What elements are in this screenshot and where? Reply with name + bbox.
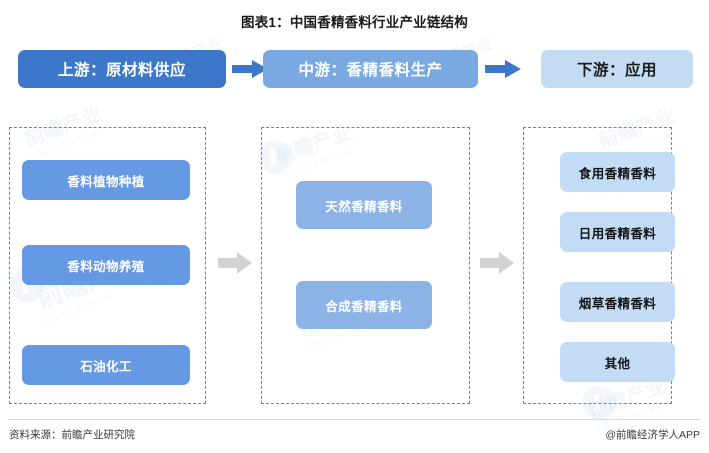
node-upstream-1[interactable]: 香料植物种植 (22, 160, 190, 200)
stage-header-upstream: 上游：原材料供应 (18, 50, 226, 88)
node-upstream-2[interactable]: 香料动物养殖 (22, 245, 190, 285)
node-downstream-1[interactable]: 食用香精香料 (560, 152, 675, 192)
node-upstream-3[interactable]: 石油化工 (22, 345, 190, 385)
node-downstream-4[interactable]: 其他 (560, 342, 675, 382)
stage-container-downstream (523, 127, 672, 404)
stage-container-upstream (9, 127, 206, 404)
node-midstream-1[interactable]: 天然香精香料 (296, 181, 432, 229)
stage-header-midstream: 中游：香精香料生产 (263, 50, 478, 88)
arrow-right-icon (218, 252, 252, 274)
arrow-right-icon (480, 252, 514, 274)
stage-header-downstream: 下游：应用 (541, 50, 693, 88)
arrow-right-icon (485, 60, 521, 78)
footer-divider (8, 419, 701, 420)
node-downstream-2[interactable]: 日用香精香料 (560, 212, 675, 252)
node-downstream-3[interactable]: 烟草香精香料 (560, 282, 675, 322)
page-title: 图表1：中国香精香料行业产业链结构 (241, 15, 468, 30)
stage-container-midstream (261, 127, 470, 404)
source-note: 资料来源：前瞻产业研究院 (9, 429, 135, 441)
arrow-right-icon (232, 60, 268, 78)
node-midstream-2[interactable]: 合成香精香料 (296, 281, 432, 329)
stage-header-row: 上游：原材料供应 中游：香精香料生产 下游：应用 (0, 50, 709, 88)
attribution-note: @前瞻经济学人APP (605, 429, 700, 441)
